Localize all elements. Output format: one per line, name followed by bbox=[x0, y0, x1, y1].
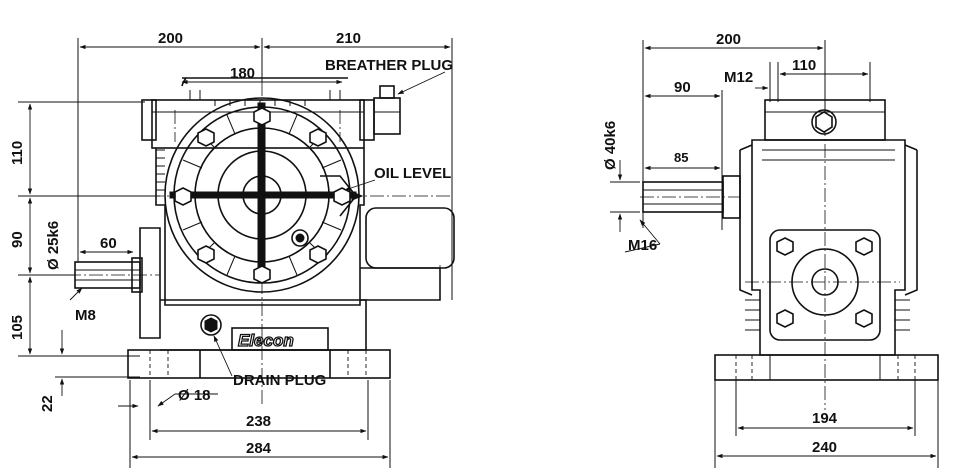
brand-logo: Elecon bbox=[238, 331, 294, 350]
label-m16: M16 bbox=[628, 237, 657, 254]
breather-plug bbox=[373, 85, 401, 135]
side-output-shaft bbox=[642, 175, 741, 219]
dim-90-front: 90 bbox=[9, 231, 26, 248]
dim-90-side: 90 bbox=[674, 79, 691, 96]
label-shaft-25k6: Ø 25k6 bbox=[45, 221, 62, 270]
side-dimension-lines bbox=[617, 45, 937, 459]
dim-60-front: 60 bbox=[100, 235, 117, 252]
front-view: Elecon 200 210 180 BREATHER PLUG OIL LEV… bbox=[9, 30, 455, 468]
dim-85-side: 85 bbox=[674, 150, 688, 165]
oil-level-indicator bbox=[320, 175, 364, 217]
label-shaft-40k6: Ø 40k6 bbox=[602, 121, 619, 170]
brand-nameplate: Elecon bbox=[231, 327, 329, 351]
front-leaders bbox=[69, 71, 446, 377]
input-shaft bbox=[74, 257, 143, 293]
side-housing bbox=[714, 99, 939, 381]
worm-wheel-cover bbox=[164, 97, 360, 336]
gearbox-housing bbox=[127, 77, 455, 379]
dim-180-front: 180 bbox=[230, 65, 255, 82]
label-hole-18: Ø 18 bbox=[178, 387, 211, 404]
dim-200-front: 200 bbox=[158, 30, 183, 47]
dim-194-side: 194 bbox=[812, 410, 838, 427]
callout-oil-level: OIL LEVEL bbox=[374, 165, 451, 182]
dim-284-front: 284 bbox=[246, 440, 272, 457]
dim-210-front: 210 bbox=[336, 30, 361, 47]
callout-breather-plug: BREATHER PLUG bbox=[325, 57, 453, 74]
dim-240-side: 240 bbox=[812, 439, 837, 456]
side-view: 200 90 M12 110 85 M16 194 240 Ø 40k6 bbox=[602, 31, 939, 468]
dim-105-front: 105 bbox=[9, 315, 26, 340]
label-m12: M12 bbox=[724, 69, 753, 86]
dim-200-side: 200 bbox=[716, 31, 741, 48]
side-extension-lines bbox=[610, 40, 939, 468]
dim-110-front: 110 bbox=[9, 141, 26, 165]
label-m8: M8 bbox=[75, 307, 96, 324]
dim-238-front: 238 bbox=[246, 413, 271, 430]
front-dimension-lines bbox=[27, 44, 451, 460]
callout-drain-plug: DRAIN PLUG bbox=[233, 372, 326, 389]
dim-22-front: 22 bbox=[39, 395, 56, 412]
dim-110-side: 110 bbox=[792, 57, 816, 74]
